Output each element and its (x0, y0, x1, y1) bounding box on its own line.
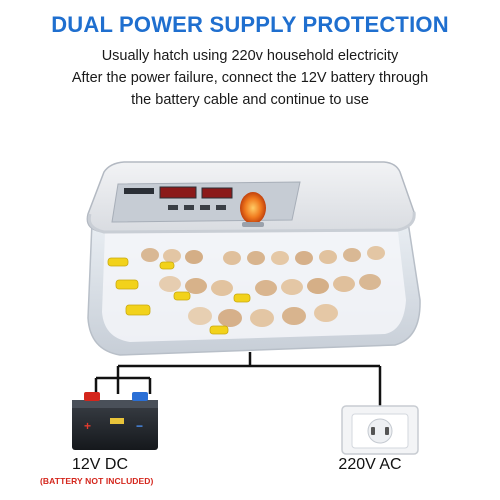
subtitle-line-3: the battery cable and continue to use (131, 92, 369, 108)
subtitle-line-1: Usually hatch using 220v household elect… (101, 48, 399, 64)
subtitle-line-2: After the power failure, connect the 12V… (71, 70, 429, 86)
egg-turner-rollers (107, 257, 251, 335)
eggs (141, 246, 385, 327)
egg-incubator-image (86, 161, 421, 356)
battery-label: 12V DC (71, 456, 129, 473)
egg-candler-icon (240, 192, 266, 224)
svg-text:+: + (84, 419, 91, 433)
svg-text:−: − (136, 419, 143, 433)
battery-note: (BATTERY NOT INCLUDED) (40, 476, 154, 486)
car-battery-icon: + − (72, 392, 158, 450)
outlet-label: 220V AC (338, 456, 402, 473)
wall-outlet-icon (341, 405, 419, 455)
headline: DUAL POWER SUPPLY PROTECTION (51, 12, 449, 37)
